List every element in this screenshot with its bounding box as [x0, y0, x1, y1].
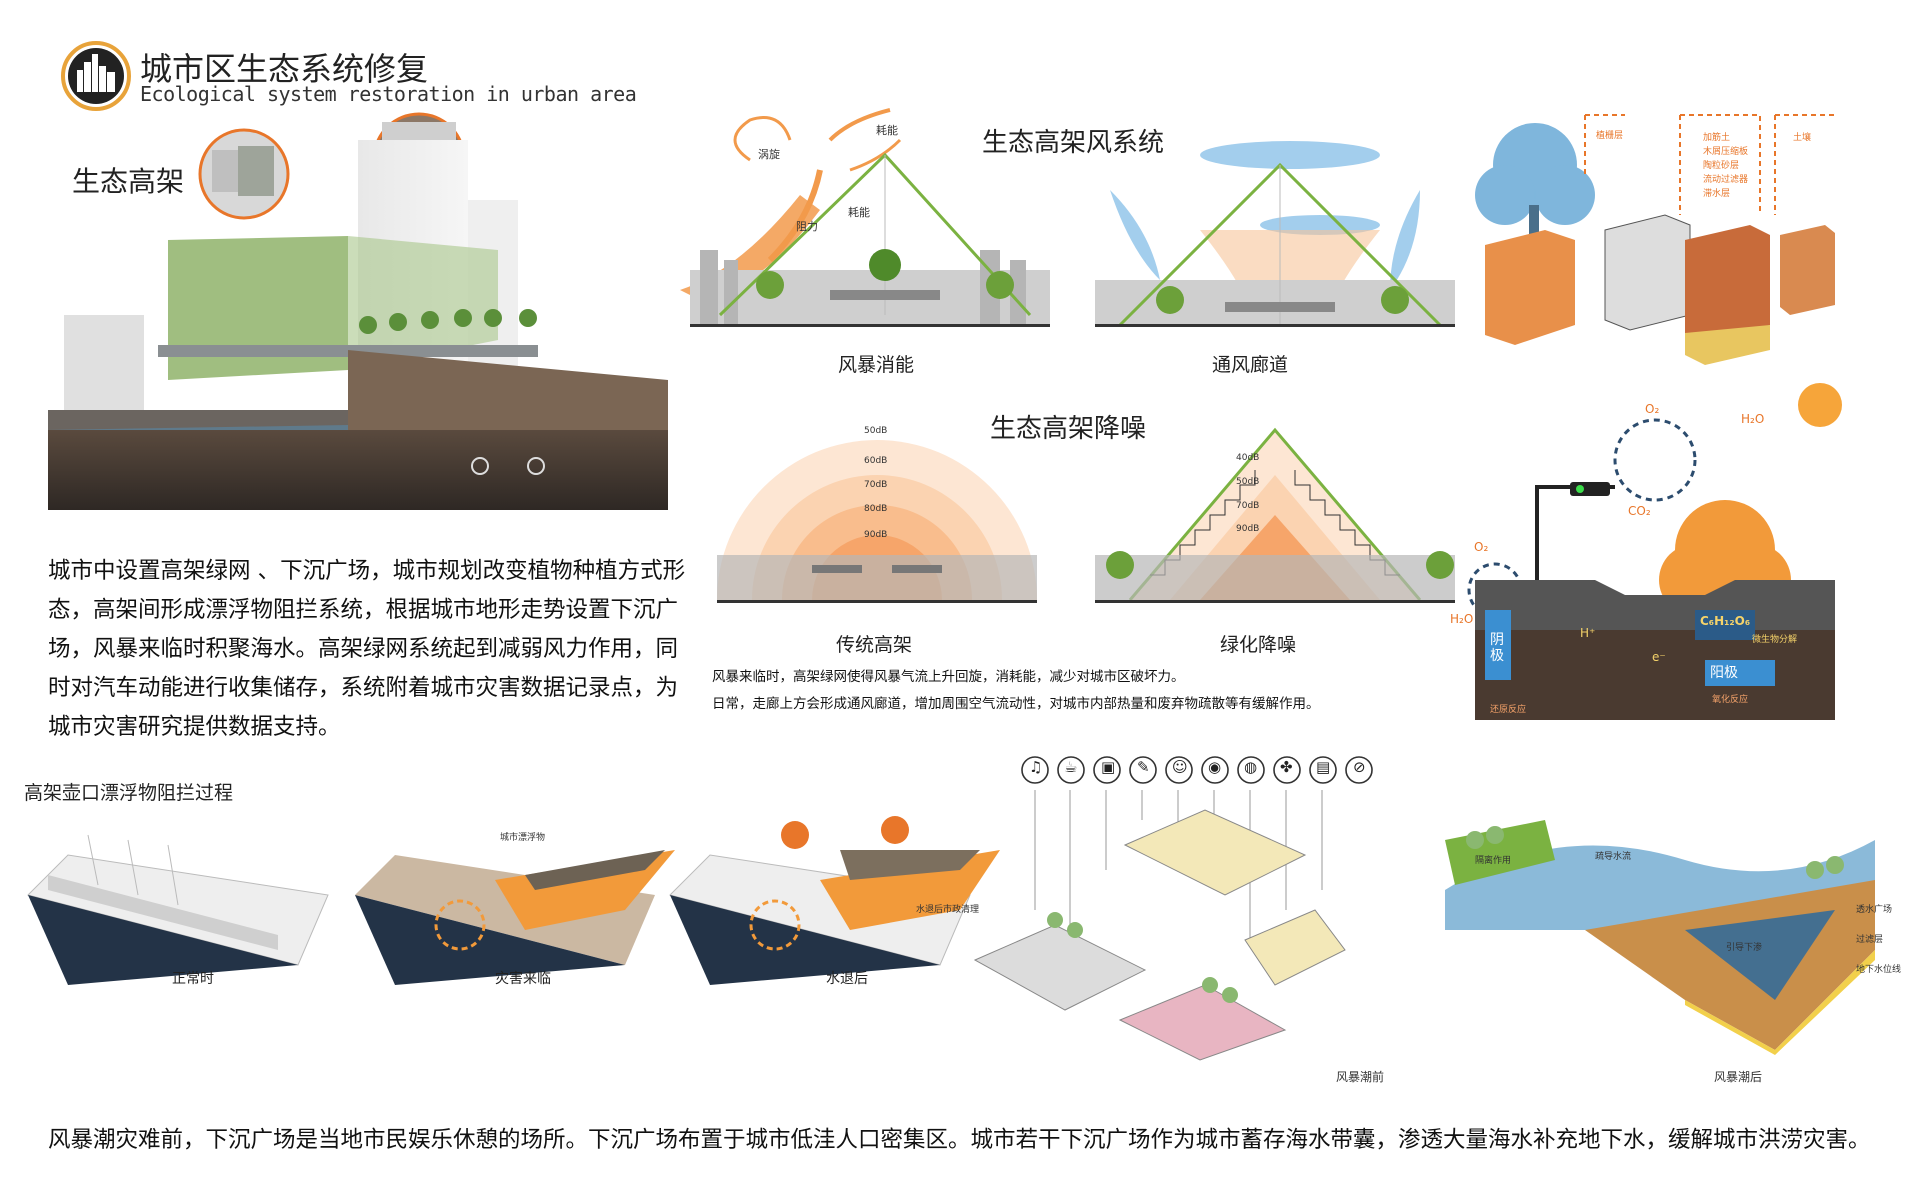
debris-floating-label: 城市漂浮物	[500, 833, 546, 843]
bio-formula: C₆H₁₂O₆	[1700, 614, 1751, 628]
label-vortex: 涡旋	[758, 148, 780, 161]
debris-caption-disaster: 灾害来临	[495, 971, 551, 987]
palette-icon: ✎	[1137, 758, 1150, 776]
basketball-icon: ⊘	[1353, 758, 1366, 776]
layer-label-retention: 滞水层	[1703, 189, 1731, 199]
noise-left-level-5: 90dB	[864, 530, 888, 540]
traditional-elevated-noise-diagram	[717, 440, 1037, 603]
noise-right-level-3: 70dB	[1236, 501, 1260, 511]
left-description-paragraph: 城市中设置高架绿网 、下沉广场，城市规划改变植物种植方式形态，高架间形成漂浮物阻…	[48, 558, 686, 740]
book-icon: ▤	[1316, 758, 1331, 776]
bio-h2o-top: H₂O	[1741, 412, 1765, 426]
coffee-icon: ☕	[1064, 758, 1078, 776]
bio-oxidation-label: 氧化反应	[1712, 695, 1749, 705]
noise-left-level-3: 70dB	[864, 480, 888, 490]
layer-label-soil: 土壤	[1793, 133, 1812, 143]
note-daily: 日常，走廊上方会形成通风廊道，增加周围空气流动性，对城市内部热量和废弃物疏散等有…	[712, 696, 1320, 712]
noise-right-level-1: 40dB	[1236, 453, 1260, 463]
plaza-filter-label: 过滤层	[1856, 935, 1884, 945]
bio-e-minus: e⁻	[1652, 650, 1666, 664]
bio-o2-left: O₂	[1474, 540, 1489, 554]
bio-microbe-label: 微生物分解	[1752, 635, 1798, 645]
page-title: 城市区生态系统修复	[140, 50, 429, 88]
caption-storm-dissipation: 风暴消能	[838, 354, 915, 376]
mask-icon: ☺	[1172, 758, 1188, 776]
bio-reduction-label: 还原反应	[1490, 705, 1527, 715]
bio-anode-label: 阳极	[1710, 665, 1738, 681]
layer-label-filter: 流动过滤器	[1703, 175, 1749, 185]
layer-label-board: 木屑压缩板	[1703, 147, 1749, 157]
label-dissipate-top: 耗能	[876, 124, 898, 137]
plaza-isolation-label: 隔离作用	[1475, 856, 1512, 866]
bottom-description-paragraph: 风暴潮灾难前，下沉广场是当地市民娱乐休憩的场所。下沉广场布置于城市低洼人口密集区…	[48, 1127, 1871, 1153]
eye-icon: ◉	[1208, 758, 1222, 776]
layer-label-plant: 植栅层	[1596, 131, 1624, 141]
plaza-groundwater-label: 地下水位线	[1856, 965, 1902, 975]
debris-stage-after	[669, 816, 1000, 985]
sunken-plaza-before-illustration	[973, 790, 1346, 1061]
caption-ventilation-corridor: 通风廊道	[1212, 354, 1289, 376]
bio-h2o-left: H₂O	[1450, 612, 1474, 626]
bio-o2-top: O₂	[1645, 402, 1660, 416]
debris-stage-normal	[27, 834, 329, 985]
layer-structure-illustration	[1475, 114, 1835, 365]
noise-right-level-2: 50dB	[1236, 477, 1260, 487]
ventilation-corridor-diagram	[1095, 141, 1455, 327]
page-subtitle: Ecological system restoration in urban a…	[140, 82, 637, 106]
plaza-guide-label: 引导下渗	[1726, 943, 1763, 953]
label-dissipate-mid: 耗能	[848, 206, 870, 219]
eco-elevated-section-illustration	[48, 140, 668, 510]
music-icon: ♫	[1029, 758, 1043, 776]
plaza-after-caption: 风暴潮后	[1714, 1070, 1763, 1084]
wind-system-title: 生态高架风系统	[982, 128, 1165, 158]
bio-h-plus: H⁺	[1580, 626, 1596, 640]
noise-left-level-1: 50dB	[864, 426, 888, 436]
bio-cathode-label: 阴极	[1490, 632, 1504, 664]
plaza-before-caption: 风暴潮前	[1336, 1070, 1385, 1084]
plaza-permeable-label: 透水广场	[1856, 905, 1893, 915]
label-resistance: 阻力	[796, 220, 818, 233]
bio-co2: CO₂	[1628, 504, 1651, 518]
section-label-eco-elevated: 生态高架	[72, 165, 185, 198]
plaza-diversion-label: 疏导水流	[1595, 852, 1632, 862]
bio-electrochemical-illustration	[1467, 383, 1842, 720]
noise-title: 生态高架降噪	[990, 414, 1147, 444]
debris-cleanup-label: 水退后市政清理	[916, 905, 980, 915]
plaza-icon-row	[1021, 756, 1373, 784]
sunken-plaza-after-illustration	[1445, 820, 1875, 1055]
caption-green-noise-reduction: 绿化降噪	[1220, 634, 1297, 656]
note-storm: 风暴来临时，高架绿网使得风暴气流上升回旋，消耗能，减少对城市区破坏力。	[712, 669, 1185, 685]
debris-section-title: 高架壶口漂浮物阻拦过程	[24, 782, 234, 804]
wind-dissipation-diagram	[680, 108, 1050, 327]
layer-label-ceramsite: 陶粒砂层	[1703, 161, 1740, 171]
layer-label-reinforced-soil: 加筋土	[1703, 133, 1731, 143]
zoom-circle-green-wall	[198, 128, 290, 220]
debris-stage-disaster	[355, 850, 675, 985]
noise-left-level-2: 60dB	[864, 456, 888, 466]
ball-icon: ◍	[1244, 758, 1258, 776]
caption-traditional-elevated: 传统高架	[836, 634, 913, 656]
debris-caption-after: 水退后	[826, 971, 868, 987]
noise-left-level-4: 80dB	[864, 504, 888, 514]
game-icon: ✤	[1280, 758, 1293, 776]
photo-icon: ▣	[1101, 758, 1116, 776]
debris-caption-normal: 正常时	[172, 971, 214, 987]
green-noise-reduction-diagram	[1095, 427, 1455, 603]
noise-right-level-4: 90dB	[1236, 524, 1260, 534]
city-logo-icon	[61, 41, 131, 111]
